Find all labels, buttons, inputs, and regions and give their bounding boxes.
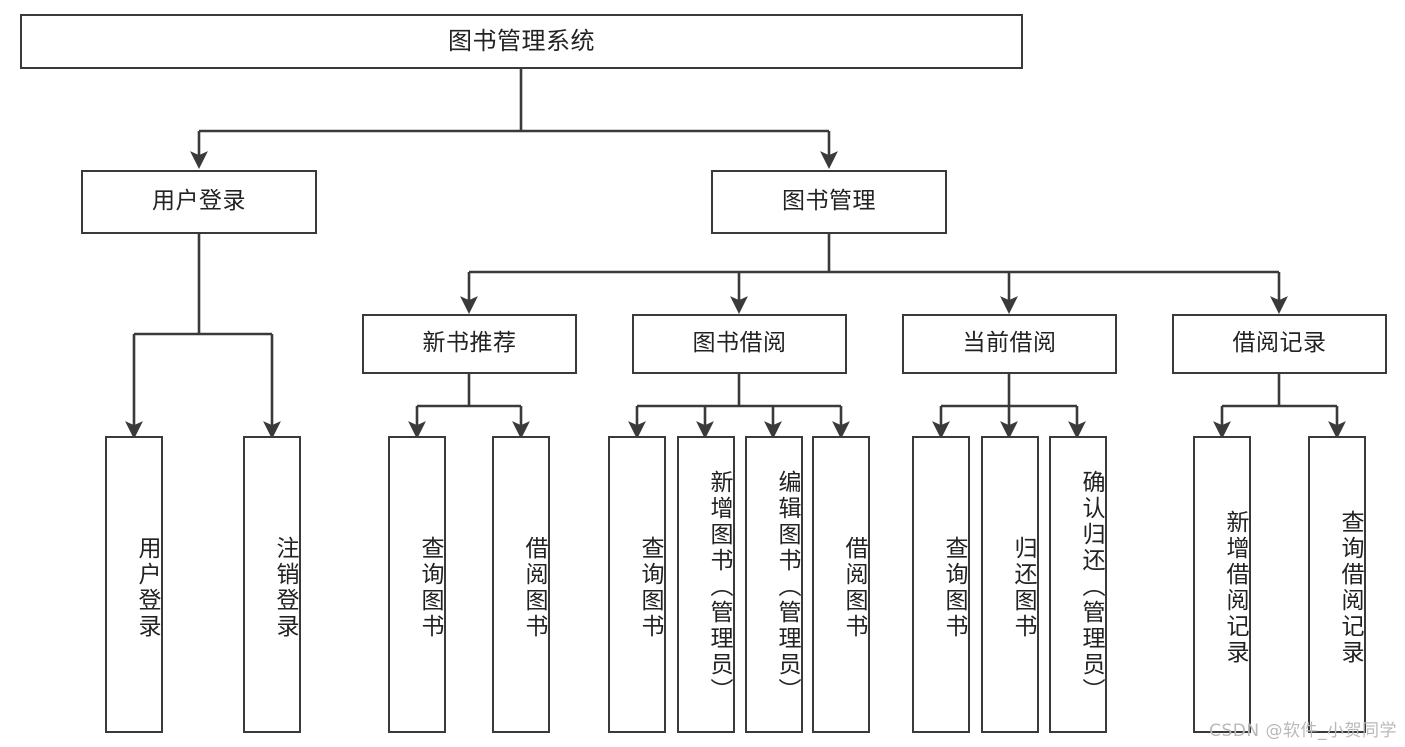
leaf-label: 用户登录 <box>134 535 160 640</box>
leaf-label: 查询图书 <box>637 535 663 640</box>
watermark-text: CSDN @软件_小贺同学 <box>1209 721 1397 741</box>
leaf-label: 新增图书（管理员） <box>706 469 732 704</box>
node-user-login[interactable]: 用户登录 <box>81 170 317 234</box>
leaf-label: 查询借阅记录 <box>1337 509 1363 666</box>
leaf-label: 注销登录 <box>272 535 298 640</box>
node-book-management[interactable]: 图书管理 <box>711 170 947 234</box>
leaf-add-borrow-record[interactable]: 新增借阅记录 <box>1193 436 1251 733</box>
leaf-label: 编辑图书（管理员） <box>774 469 800 704</box>
node-borrow-record[interactable]: 借阅记录 <box>1172 314 1387 374</box>
node-current-borrow[interactable]: 当前借阅 <box>902 314 1117 374</box>
leaf-label: 查询图书 <box>941 535 967 640</box>
leaf-label: 查询图书 <box>417 535 443 640</box>
leaf-label: 新增借阅记录 <box>1222 509 1248 666</box>
node-new-book-recommend[interactable]: 新书推荐 <box>362 314 577 374</box>
leaf-borrow-book-borrow[interactable]: 借阅图书 <box>812 436 870 733</box>
leaf-label: 借阅图书 <box>521 535 547 640</box>
leaf-borrow-book-recommend[interactable]: 借阅图书 <box>492 436 550 733</box>
leaf-label: 归还图书 <box>1010 535 1036 640</box>
leaf-return-book[interactable]: 归还图书 <box>981 436 1039 733</box>
leaf-confirm-return-admin[interactable]: 确认归还（管理员） <box>1049 436 1107 733</box>
leaf-query-book-recommend[interactable]: 查询图书 <box>388 436 446 733</box>
leaf-query-book-borrow[interactable]: 查询图书 <box>608 436 666 733</box>
node-root-system[interactable]: 图书管理系统 <box>20 14 1023 69</box>
leaf-query-borrow-record[interactable]: 查询借阅记录 <box>1308 436 1366 733</box>
leaf-user-login[interactable]: 用户登录 <box>105 436 163 733</box>
leaf-label: 借阅图书 <box>841 535 867 640</box>
leaf-add-book-admin[interactable]: 新增图书（管理员） <box>677 436 735 733</box>
leaf-edit-book-admin[interactable]: 编辑图书（管理员） <box>745 436 803 733</box>
leaf-query-book-current[interactable]: 查询图书 <box>912 436 970 733</box>
leaf-logout-login[interactable]: 注销登录 <box>243 436 301 733</box>
node-book-borrow[interactable]: 图书借阅 <box>632 314 847 374</box>
leaf-label: 确认归还（管理员） <box>1078 469 1104 704</box>
